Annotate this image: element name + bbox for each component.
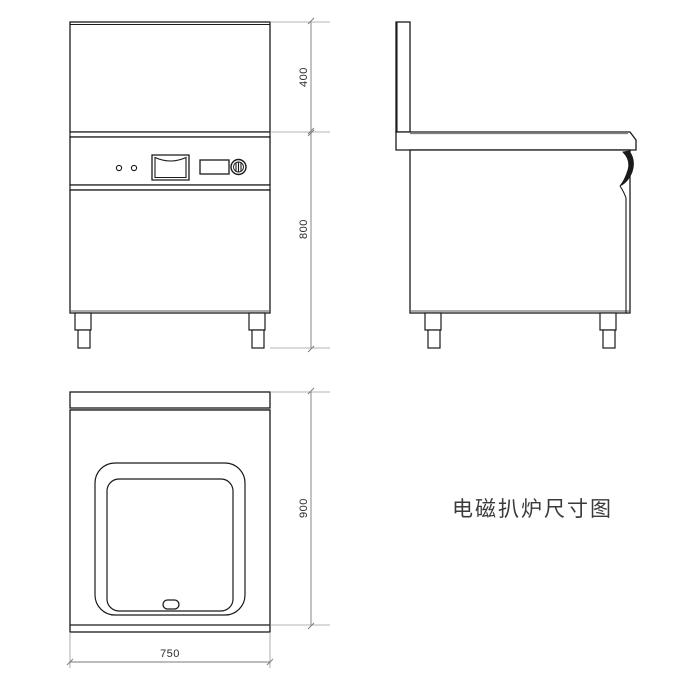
front-upper-trim-band <box>69 131 271 138</box>
side-leg-right-lower <box>602 329 616 349</box>
drawing-title-caption: 电磁扒炉尺寸图 <box>452 497 613 521</box>
front-leg-right-lower <box>251 329 265 349</box>
dimension-label-800: 800 <box>298 219 310 239</box>
dimension-label-750: 750 <box>160 648 180 660</box>
dim-tick-400-top <box>307 17 315 25</box>
front-elevation-view <box>69 21 271 349</box>
dim-tick-800-bottom <box>307 345 315 353</box>
indicator-light-right-icon <box>130 164 138 172</box>
dim-tick-750-left <box>66 658 74 666</box>
side-cooking-surface-slab <box>395 131 637 151</box>
front-lower-trim-band <box>69 184 271 191</box>
dim-tick-900-top <box>307 387 315 395</box>
side-leg-left-lower <box>427 329 441 349</box>
dimension-depth-900: 900 <box>270 387 330 630</box>
dimension-height-400: 400 <box>270 17 330 137</box>
dim-tick-900-bottom <box>307 622 315 630</box>
side-leg-right-upper <box>599 312 617 331</box>
side-leg-left <box>424 312 442 349</box>
secondary-control-panel <box>199 159 230 175</box>
side-cabinet-body <box>409 149 631 314</box>
front-cabinet-body <box>69 189 271 314</box>
top-plan-view <box>69 391 271 633</box>
dimension-label-900: 900 <box>298 498 310 518</box>
plan-rear-strip <box>69 391 271 409</box>
display-inner-screen <box>154 156 187 179</box>
side-leg-right <box>599 312 617 349</box>
plan-drain-opening-icon <box>162 599 180 610</box>
side-backsplash-panel <box>395 21 411 133</box>
front-leg-left-lower <box>77 329 91 349</box>
dimension-width-750: 750 <box>66 632 274 668</box>
dimension-height-800: 800 <box>270 127 330 353</box>
dim-tick-800-top <box>307 127 315 135</box>
front-leg-left <box>74 312 92 349</box>
side-elevation-view <box>395 21 637 349</box>
front-control-panel-group <box>115 154 247 181</box>
front-backsplash-panel <box>69 21 271 133</box>
front-leg-right <box>248 312 266 349</box>
plan-griddle-plate-inner <box>106 478 234 612</box>
side-handle-detail <box>619 150 634 313</box>
side-leg-left-upper <box>424 312 442 331</box>
side-handle-stem <box>619 185 627 313</box>
front-leg-right-upper <box>248 312 266 331</box>
dim-tick-750-right <box>266 658 274 666</box>
dimension-label-400: 400 <box>298 67 310 87</box>
front-leg-left-upper <box>74 312 92 331</box>
indicator-light-left-icon <box>115 164 123 172</box>
